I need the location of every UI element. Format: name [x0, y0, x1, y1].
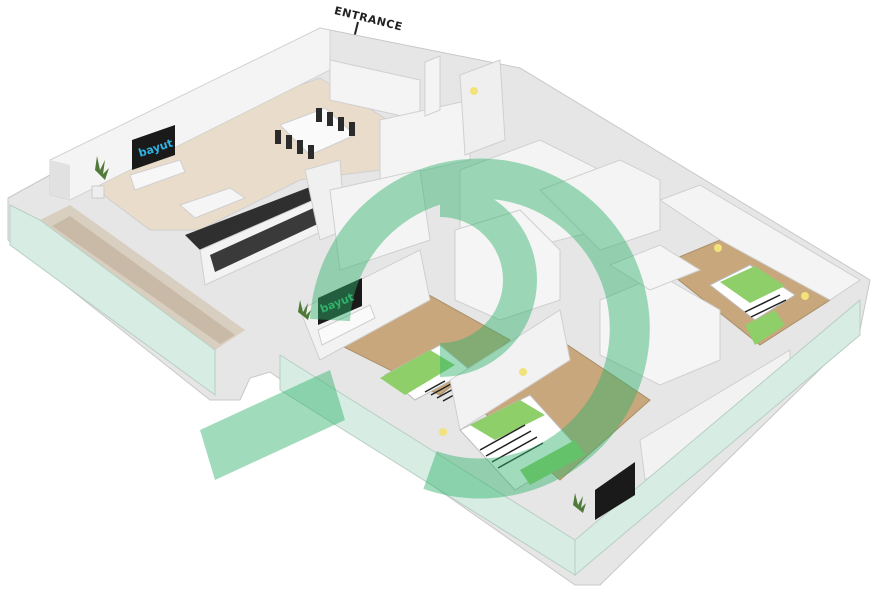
balcony-left — [9, 204, 245, 396]
glass-balustrade-right — [574, 298, 861, 577]
kitchen-counter — [185, 159, 346, 286]
bedroom-2-tv — [595, 462, 635, 520]
closet-column — [424, 55, 506, 156]
dining-table — [275, 107, 356, 159]
bedroom-1-tv: bayut — [317, 278, 376, 346]
wardrobes — [454, 209, 721, 386]
interior-walls — [329, 59, 661, 271]
plant-icon — [91, 156, 109, 199]
lamp-icon — [439, 87, 809, 436]
living-tv: bayut — [129, 125, 186, 191]
plant-icon-2 — [298, 300, 586, 513]
bayut-logo-icon — [200, 158, 650, 499]
bed-3 — [709, 264, 796, 345]
coffee-table — [179, 187, 247, 219]
bed-2 — [459, 394, 585, 491]
